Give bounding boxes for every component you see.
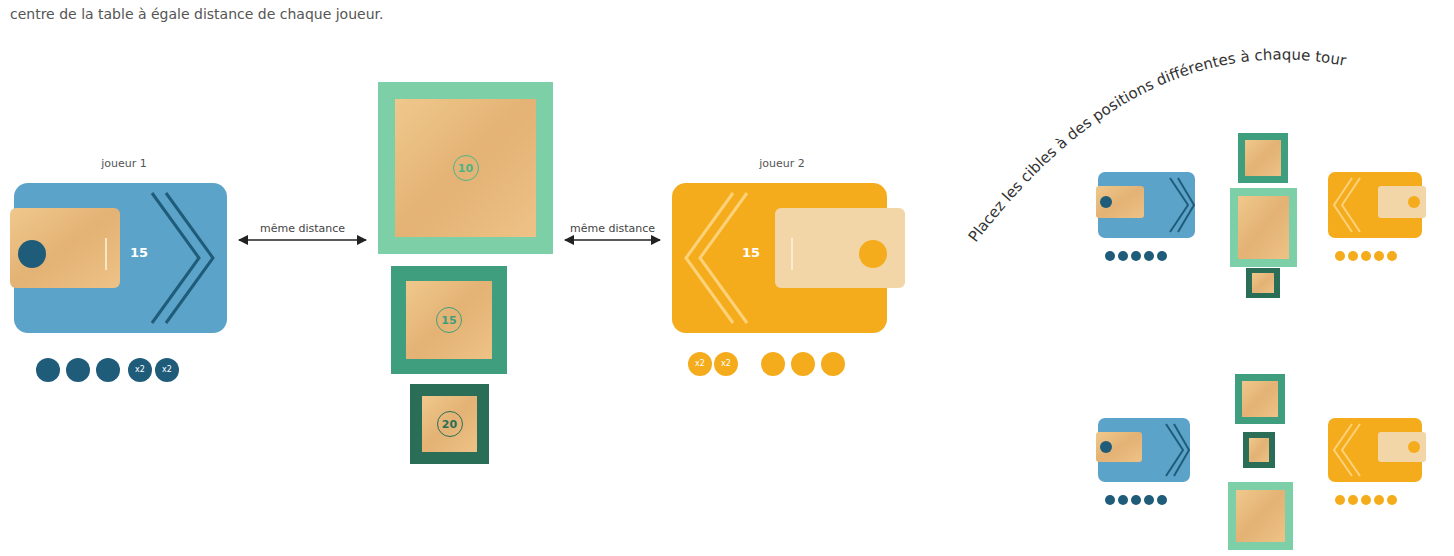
mini-token (1361, 251, 1371, 261)
mini-token (1335, 251, 1345, 261)
edge-label: même distance (258, 222, 347, 235)
value-label: x2 (721, 360, 731, 368)
note: centre de la table à égale distance de c… (10, 6, 383, 22)
target-ring: 20 (437, 411, 463, 437)
value-label: 20 (442, 418, 457, 431)
value-label: 15 (742, 245, 760, 260)
target-card: 10 (378, 82, 553, 254)
player-label: joueur 1 (54, 157, 194, 170)
value-label: 15 (130, 245, 148, 260)
player-label: joueur 2 (712, 157, 852, 170)
bonus-token: x2 (714, 352, 738, 376)
mini-setup (1096, 374, 1426, 550)
distance-arrow (239, 239, 366, 241)
bonus-token: x2 (128, 358, 152, 382)
target-card: 15 (391, 266, 507, 374)
bonus-token: x2 (688, 352, 712, 376)
mini-token (1157, 251, 1167, 261)
board-art (672, 183, 887, 333)
mini-token (1131, 251, 1141, 261)
mini-token (1387, 495, 1397, 505)
mini-token (1387, 251, 1397, 261)
mini-token (1348, 251, 1358, 261)
distance-arrow (565, 239, 660, 241)
mini-token (1105, 251, 1115, 261)
mini-setup (1096, 133, 1426, 505)
value-label: 15 (441, 314, 456, 327)
mini-token (1374, 495, 1384, 505)
mini-token (1144, 251, 1154, 261)
mini-token (1361, 495, 1371, 505)
target-ring: 10 (453, 155, 479, 181)
mini-token (1131, 495, 1141, 505)
mini-token (1105, 495, 1115, 505)
bonus-token: x2 (155, 358, 179, 382)
target-ring: 15 (436, 307, 462, 333)
value-label: x2 (162, 366, 172, 374)
mini-token (1144, 495, 1154, 505)
edge-label: même distance (568, 222, 657, 235)
player-board: joueur 215 (672, 183, 887, 333)
value-label: x2 (695, 360, 705, 368)
value-label: x2 (135, 366, 145, 374)
mini-token (1118, 495, 1128, 505)
value-label: 10 (458, 162, 473, 175)
mini-token (1348, 495, 1358, 505)
target-card: 20 (410, 384, 489, 464)
mini-token (1374, 251, 1384, 261)
mini-token (1157, 495, 1167, 505)
mini-token (1118, 251, 1128, 261)
board-art (14, 183, 227, 333)
mini-token (1335, 495, 1345, 505)
player-board: joueur 115 (14, 183, 227, 333)
